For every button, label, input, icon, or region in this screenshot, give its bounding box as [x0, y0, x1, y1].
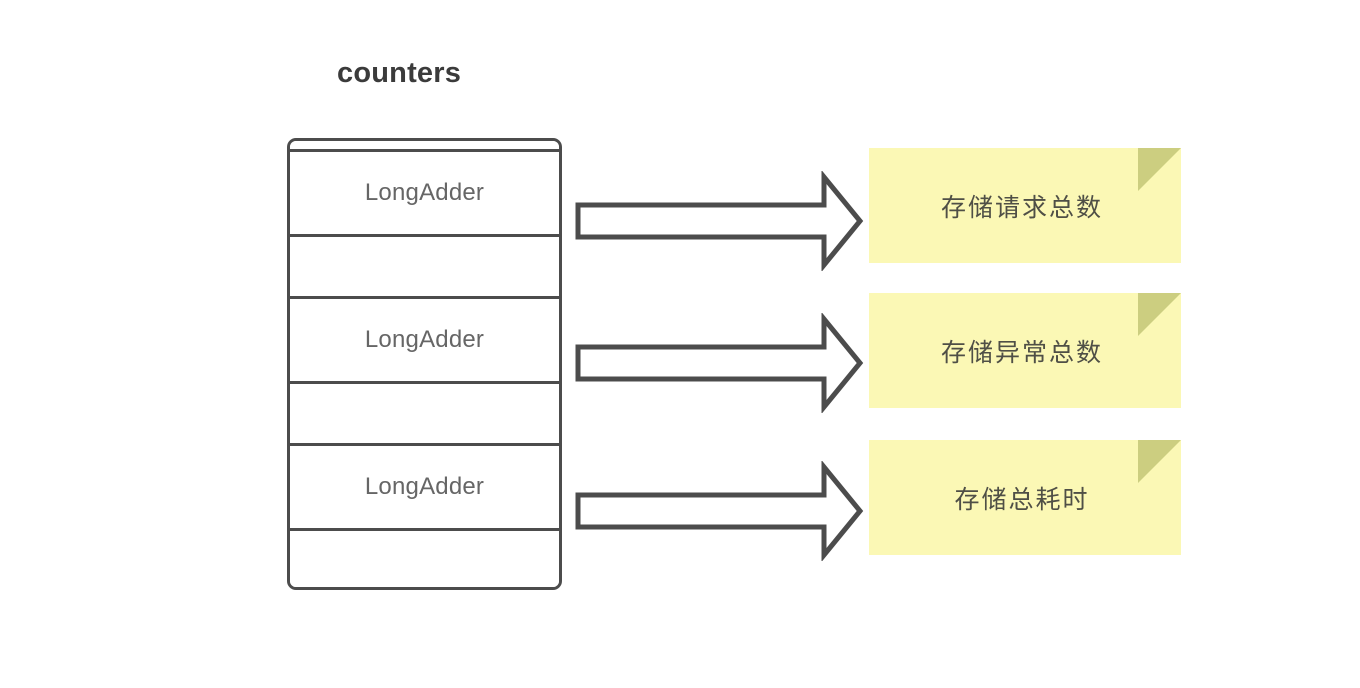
block-arrow-right-icon: [574, 313, 864, 413]
sticky-note: 存储总耗时: [869, 440, 1181, 555]
sticky-note-label: 存储请求总数: [940, 192, 1103, 222]
table-row-label: LongAdder: [364, 326, 485, 353]
sticky-note-label: 存储异常总数: [940, 337, 1103, 367]
table-row: [290, 384, 559, 446]
table-row: LongAdder: [290, 446, 559, 531]
table-row: LongAdder: [290, 152, 559, 237]
block-arrow-right-icon: [574, 171, 864, 271]
sticky-note: 存储异常总数: [869, 293, 1181, 408]
table-row: LongAdder: [290, 299, 559, 384]
sticky-note: 存储请求总数: [869, 148, 1181, 263]
table-row-label: LongAdder: [364, 473, 485, 500]
table-row-label: LongAdder: [364, 179, 485, 206]
page-title: counters: [337, 57, 462, 89]
folded-corner-icon: [1138, 148, 1181, 191]
block-arrow-right-icon: [574, 461, 864, 561]
folded-corner-icon: [1138, 293, 1181, 336]
folded-corner-icon: [1138, 440, 1181, 483]
table-header-strip: [290, 141, 559, 152]
table-row: [290, 531, 559, 587]
table-row: [290, 237, 559, 299]
sticky-note-label: 存储总耗时: [954, 484, 1090, 514]
counters-table: LongAdder LongAdder LongAdder: [287, 138, 562, 590]
